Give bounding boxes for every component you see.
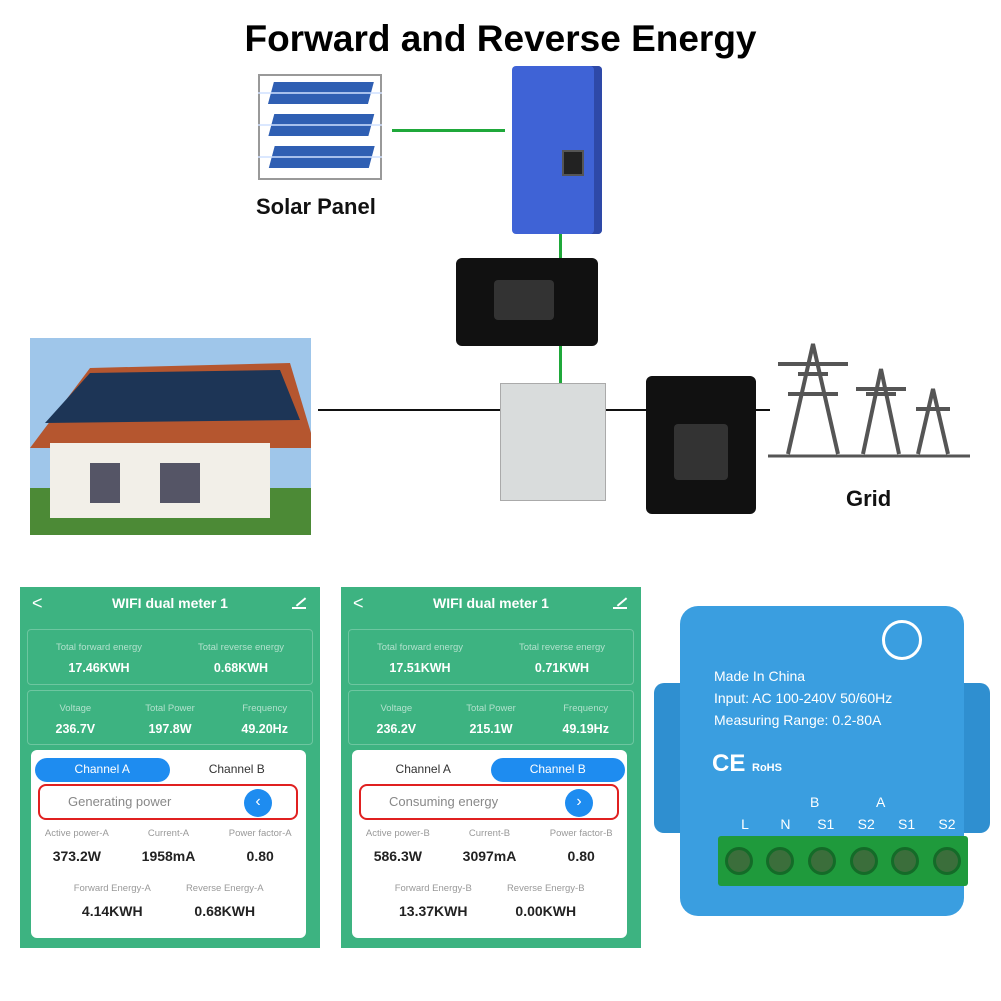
power-factor-label: Power factor-B <box>549 828 613 839</box>
tab-channel-a[interactable]: Channel A <box>35 758 170 782</box>
app-header-title: WIFI dual meter 1 <box>433 595 549 611</box>
frequency-label: Frequency <box>563 703 609 714</box>
app-header-title: WIFI dual meter 1 <box>112 595 228 611</box>
edit-icon[interactable] <box>292 595 306 609</box>
power-value: 215.1W <box>469 722 513 736</box>
group-a-label: A <box>876 794 886 810</box>
tab-channel-b[interactable]: Channel B <box>208 762 265 776</box>
active-power-value: 373.2W <box>52 848 101 864</box>
terminal-label: N <box>780 816 791 832</box>
status-text: Generating power <box>68 794 172 809</box>
total-reverse-value: 0.68KWH <box>213 661 269 675</box>
status-row: Generating power ‹ <box>38 784 298 820</box>
ct-clamp-image <box>456 258 598 346</box>
status-row: Consuming energy › <box>359 784 619 820</box>
inverter-image <box>512 66 602 234</box>
back-icon[interactable]: < <box>353 593 364 613</box>
status-text: Consuming energy <box>389 794 499 809</box>
totals-card: Total forward energy 17.46KWH Total rever… <box>27 629 313 685</box>
reverse-energy-value: 0.00KWH <box>515 903 577 919</box>
power-factor-value: 0.80 <box>246 848 274 864</box>
distribution-box-image <box>500 383 606 501</box>
total-forward-label: Total forward energy <box>376 642 464 653</box>
tab-channel-a[interactable]: Channel A <box>395 762 451 776</box>
solar-panel-icon <box>258 74 382 180</box>
edit-icon[interactable] <box>613 595 627 609</box>
terminal-label: S2 <box>857 816 875 832</box>
forward-energy-value: 13.37KWH <box>399 903 468 919</box>
page-title: Forward and Reverse Energy <box>244 18 757 59</box>
chevron-left-icon[interactable]: ‹ <box>244 789 272 817</box>
ct-clamp-image <box>646 376 756 514</box>
inverter-display <box>562 150 584 176</box>
reverse-energy-label: Reverse Energy-B <box>506 883 585 894</box>
dc-wire <box>392 129 505 132</box>
voltage-value: 236.2V <box>376 722 417 736</box>
total-forward-label: Total forward energy <box>55 642 143 653</box>
house-photo <box>30 338 311 535</box>
power-pylon-icon <box>768 343 970 458</box>
active-power-label: Active power-A <box>44 828 109 839</box>
total-forward-value: 17.51KWH <box>389 661 451 675</box>
ce-mark: CE <box>712 750 746 777</box>
total-forward-value: 17.46KWH <box>68 661 130 675</box>
current-label: Current-B <box>468 828 511 839</box>
device-input-text: Input: AC 100-240V 50/60Hz <box>714 690 893 706</box>
tab-channel-b[interactable]: Channel B <box>490 758 625 782</box>
reverse-energy-value: 0.68KWH <box>194 903 256 919</box>
frequency-value: 49.20Hz <box>241 722 288 736</box>
voltage-value: 236.7V <box>55 722 96 736</box>
rohs-mark: RoHS <box>752 762 782 774</box>
current-label: Current-A <box>147 828 190 839</box>
energy-meter-device: Made In China Input: AC 100-240V 50/60Hz… <box>654 598 990 918</box>
terminal-label: S1 <box>817 816 835 832</box>
total-reverse-value: 0.71KWH <box>534 661 590 675</box>
forward-energy-label: Forward Energy-A <box>73 883 151 894</box>
voltage-label: Voltage <box>380 703 413 714</box>
forward-energy-label: Forward Energy-B <box>394 883 472 894</box>
power-value: 197.8W <box>148 722 192 736</box>
total-reverse-label: Total reverse energy <box>197 642 285 653</box>
total-reverse-label: Total reverse energy <box>518 642 606 653</box>
terminal-label: S1 <box>898 816 916 832</box>
voltage-label: Voltage <box>59 703 92 714</box>
forward-energy-value: 4.14KWH <box>81 903 143 919</box>
grid-wire-2 <box>756 409 770 411</box>
current-value: 1958mA <box>141 848 196 864</box>
power-factor-value: 0.80 <box>567 848 595 864</box>
active-power-value: 586.3W <box>373 848 422 864</box>
device-range-text: Measuring Range: 0.2-80A <box>714 712 882 728</box>
grid-wire-1 <box>606 409 646 411</box>
electric-card: Voltage 236.7V Total Power 197.8W Frequenc… <box>27 690 313 745</box>
solar-panel-label: Solar Panel <box>256 194 376 219</box>
power-factor-label: Power factor-A <box>228 828 292 839</box>
power-label: Total Power <box>466 703 516 714</box>
back-icon[interactable]: < <box>32 593 43 613</box>
app-screenshot-channel-b: < WIFI dual meter 1 Total forward energy… <box>341 587 641 948</box>
house-wire <box>318 409 500 411</box>
frequency-label: Frequency <box>242 703 288 714</box>
device-origin-text: Made In China <box>714 668 806 684</box>
current-value: 3097mA <box>462 848 517 864</box>
frequency-value: 49.19Hz <box>562 722 609 736</box>
terminal-label: L <box>741 816 749 832</box>
channel-panel: Channel A Channel B Consuming energy › Act… <box>352 750 627 938</box>
active-power-label: Active power-B <box>365 828 430 839</box>
reverse-energy-label: Reverse Energy-A <box>185 883 264 894</box>
chevron-right-icon[interactable]: › <box>565 789 593 817</box>
channel-panel: Channel A Channel B Generating power ‹ Act… <box>31 750 306 938</box>
grid-label: Grid <box>846 486 892 511</box>
power-label: Total Power <box>145 703 195 714</box>
terminal-label: S2 <box>938 816 956 832</box>
terminal-block <box>718 836 968 886</box>
group-b-label: B <box>810 794 820 810</box>
totals-card: Total forward energy 17.51KWH Total rever… <box>348 629 634 685</box>
electric-card: Voltage 236.2V Total Power 215.1W Frequenc… <box>348 690 634 745</box>
app-screenshot-channel-a: < WIFI dual meter 1 Total forward energy… <box>20 587 320 948</box>
